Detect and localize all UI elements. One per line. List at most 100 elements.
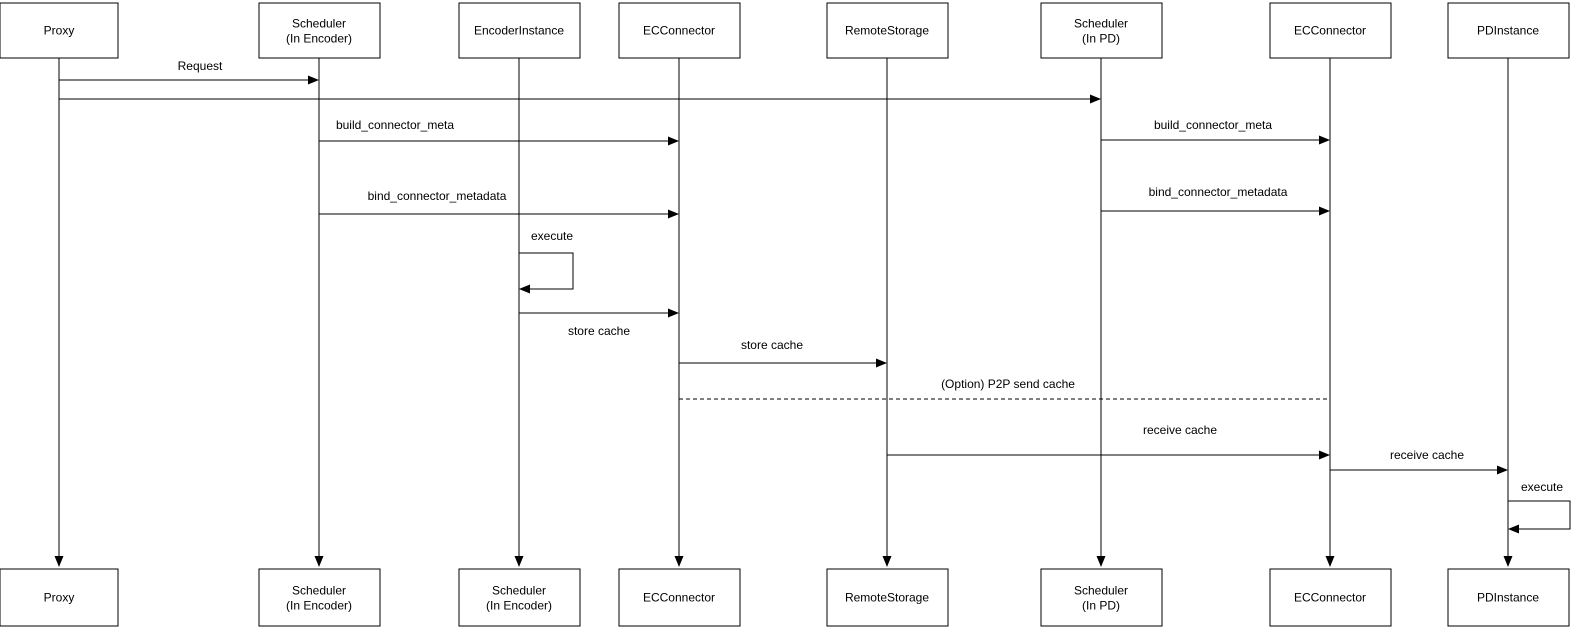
actor-scheduler-pd-bottom-box [1040, 568, 1163, 627]
actor-proxy-bottom-label: Proxy [44, 591, 75, 605]
message-receive-cache-to-pd: receive cache [1330, 448, 1508, 475]
actor-ec-connector-pd-bottom: ECConnector [1269, 568, 1392, 627]
message-request: Request [59, 59, 319, 85]
message-p2p-send-cache: (Option) P2P send cache [679, 377, 1330, 400]
actor-proxy-bottom: Proxy [0, 568, 119, 627]
actor-encoder-instance-top-label: EncoderInstance [474, 24, 564, 38]
actor-remote-storage-bottom: RemoteStorage [826, 568, 949, 627]
actor-scheduler-encoder-top-label: (In Encoder) [286, 32, 352, 46]
actor-pd-instance-top-box [1447, 2, 1570, 59]
actor-scheduler-encoder-bottom-box [258, 568, 381, 627]
message-build-connector-meta-pd-label: build_connector_meta [1154, 118, 1272, 132]
actor-scheduler-pd-top-box [1040, 2, 1163, 59]
message-execute-encoder-self-loop [519, 252, 574, 290]
actor-pd-instance-top-label: PDInstance [1477, 24, 1539, 38]
actor-proxy-top-box [0, 2, 119, 59]
actor-encoder-instance-bottom-label: (In Encoder) [486, 599, 552, 613]
lifeline-scheduler-encoder-arrowhead-icon [314, 556, 324, 567]
lifeline-remote-storage-arrowhead-icon [882, 556, 892, 567]
actor-pd-instance-bottom-label: PDInstance [1477, 591, 1539, 605]
actor-encoder-instance-top: EncoderInstance [458, 2, 581, 59]
lifeline-ec-connector-pd-arrowhead-icon [1325, 556, 1335, 567]
lifeline-ec-connector-encoder-arrowhead-icon [674, 556, 684, 567]
message-execute-encoder: execute [519, 229, 574, 294]
message-bind-connector-metadata-encoder-label: bind_connector_metadata [368, 189, 507, 203]
actor-ec-connector-encoder-bottom: ECConnector [618, 568, 741, 627]
message-build-connector-meta-pd: build_connector_meta [1101, 118, 1330, 145]
actor-remote-storage-top: RemoteStorage [826, 2, 949, 59]
lifeline-pd-instance-arrowhead-icon [1503, 556, 1513, 567]
actor-proxy-top-label: Proxy [44, 24, 75, 38]
message-execute-encoder-arrowhead-icon [519, 284, 530, 294]
actor-ec-connector-pd-top-label: ECConnector [1294, 24, 1366, 38]
message-build-connector-meta-encoder-arrowhead-icon [668, 136, 679, 146]
actor-scheduler-pd-bottom: Scheduler(In PD) [1040, 568, 1163, 627]
actor-encoder-instance-bottom: Scheduler(In Encoder) [458, 568, 581, 627]
actor-encoder-instance-bottom-label: Scheduler [492, 584, 546, 598]
actor-scheduler-pd-bottom-label: (In PD) [1082, 599, 1120, 613]
message-execute-pd-arrowhead-icon [1508, 524, 1519, 534]
message-receive-cache-from-remote: receive cache [887, 423, 1330, 460]
actor-pd-instance-top: PDInstance [1447, 2, 1570, 59]
actor-pd-instance-bottom: PDInstance [1447, 568, 1570, 627]
message-bind-connector-metadata-encoder-arrowhead-icon [668, 209, 679, 219]
message-store-cache-to-connector-label: store cache [568, 324, 630, 338]
message-store-cache-to-remote-label: store cache [741, 338, 803, 352]
message-execute-pd-self-loop [1508, 500, 1571, 530]
message-store-cache-to-connector: store cache [519, 308, 679, 338]
actor-remote-storage-bottom-box [826, 568, 949, 627]
message-bind-connector-metadata-pd-arrowhead-icon [1319, 206, 1330, 216]
message-receive-cache-from-remote-arrowhead-icon [1319, 450, 1330, 460]
message-receive-cache-from-remote-label: receive cache [1143, 423, 1217, 437]
message-p2p-send-cache-label: (Option) P2P send cache [941, 377, 1075, 391]
actor-ec-connector-encoder-top: ECConnector [618, 2, 741, 59]
actor-pd-instance-bottom-box [1447, 568, 1570, 627]
actor-scheduler-pd-top-label: (In PD) [1082, 32, 1120, 46]
message-receive-cache-to-pd-label: receive cache [1390, 448, 1464, 462]
message-execute-encoder-label: execute [531, 229, 573, 243]
actor-scheduler-pd-top: Scheduler(In PD) [1040, 2, 1163, 59]
actor-proxy-top: Proxy [0, 2, 119, 59]
actor-ec-connector-pd-top: ECConnector [1269, 2, 1392, 59]
actor-ec-connector-encoder-bottom-box [618, 568, 741, 627]
actor-ec-connector-pd-bottom-label: ECConnector [1294, 591, 1366, 605]
lifeline-encoder-instance-arrowhead-icon [514, 556, 524, 567]
actor-ec-connector-encoder-bottom-label: ECConnector [643, 591, 715, 605]
actor-scheduler-encoder-top: Scheduler(In Encoder) [258, 2, 381, 59]
actor-scheduler-encoder-top-label: Scheduler [292, 17, 346, 31]
lifeline-proxy-arrowhead-icon [54, 556, 64, 567]
message-request-arrowhead-icon [308, 75, 319, 85]
message-build-connector-meta-encoder-label: build_connector_meta [336, 118, 454, 132]
message-execute-pd: execute [1508, 480, 1571, 534]
message-bind-connector-metadata-pd: bind_connector_metadata [1101, 185, 1330, 216]
actor-ec-connector-pd-top-box [1269, 2, 1392, 59]
actor-remote-storage-top-label: RemoteStorage [845, 24, 929, 38]
message-bind-connector-metadata-encoder: bind_connector_metadata [319, 189, 679, 219]
message-store-cache-to-remote: store cache [679, 338, 887, 368]
actor-scheduler-pd-bottom-label: Scheduler [1074, 584, 1128, 598]
actor-ec-connector-encoder-top-label: ECConnector [643, 24, 715, 38]
message-request-label: Request [178, 59, 223, 73]
actor-ec-connector-encoder-top-box [618, 2, 741, 59]
actor-encoder-instance-top-box [458, 2, 581, 59]
message-bind-connector-metadata-pd-label: bind_connector_metadata [1149, 185, 1288, 199]
message-proxy-to-scheduler-pd [59, 94, 1101, 104]
message-build-connector-meta-pd-arrowhead-icon [1319, 135, 1330, 145]
actor-scheduler-pd-top-label: Scheduler [1074, 17, 1128, 31]
actor-scheduler-encoder-bottom-label: Scheduler [292, 584, 346, 598]
message-store-cache-to-remote-arrowhead-icon [876, 358, 887, 368]
message-proxy-to-scheduler-pd-arrowhead-icon [1090, 94, 1101, 104]
actor-scheduler-encoder-bottom-label: (In Encoder) [286, 599, 352, 613]
actor-remote-storage-bottom-label: RemoteStorage [845, 591, 929, 605]
actor-encoder-instance-bottom-box [458, 568, 581, 627]
actor-scheduler-encoder-top-box [258, 2, 381, 59]
actor-proxy-bottom-box [0, 568, 119, 627]
message-receive-cache-to-pd-arrowhead-icon [1497, 465, 1508, 475]
actor-scheduler-encoder-bottom: Scheduler(In Encoder) [258, 568, 381, 627]
message-execute-pd-label: execute [1521, 480, 1563, 494]
message-build-connector-meta-encoder: build_connector_meta [319, 118, 679, 146]
actor-remote-storage-top-box [826, 2, 949, 59]
lifeline-scheduler-pd-arrowhead-icon [1096, 556, 1106, 567]
